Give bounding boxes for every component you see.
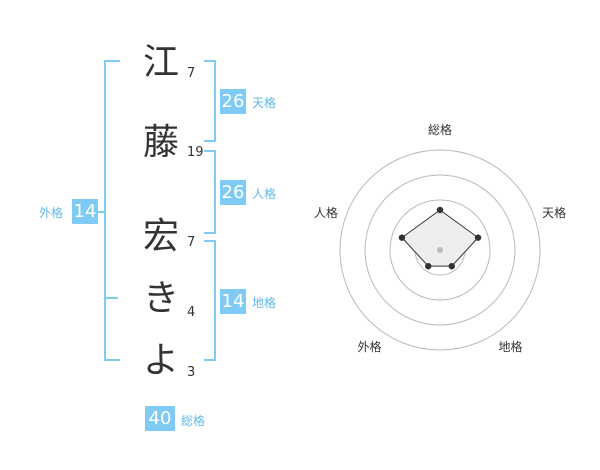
soukaku-label: 総格: [181, 414, 206, 428]
stroke-count-1: 7: [187, 66, 196, 81]
radar-axis-label: 外格: [357, 339, 381, 354]
stroke-count-3: 7: [187, 235, 196, 250]
stroke-count-2: 19: [187, 145, 204, 160]
chikaku-bracket: [204, 240, 216, 361]
tenkaku-badge: 26: [220, 89, 246, 114]
gaikaku-badge: 14: [72, 199, 98, 224]
name-char-1: 江: [142, 42, 179, 83]
radar-center-dot: [437, 247, 443, 253]
jinkaku-badge: 26: [220, 180, 246, 205]
chikaku-label: 地格: [252, 296, 277, 310]
radar-ring-3: [364, 174, 516, 326]
name-char-2: 藤: [142, 122, 179, 163]
gaikaku-bracket-mid: [104, 297, 118, 299]
radar-axis-label: 総格: [428, 122, 452, 137]
radar-ring-2: [389, 199, 491, 301]
gaikaku-label: 外格: [39, 206, 64, 220]
jinkaku-label: 人格: [252, 187, 277, 201]
gaikaku-bracket: [104, 60, 120, 361]
radar-axis-label: 天格: [542, 205, 566, 220]
radar-point: [398, 234, 406, 241]
chikaku-badge: 14: [220, 289, 246, 314]
radar-ring-4: [339, 149, 541, 351]
radar-point: [474, 234, 482, 241]
radar-score-polygon: [401, 209, 479, 267]
name-char-3: 宏: [142, 216, 179, 257]
radar-rings: [339, 149, 541, 351]
name-char-4: き: [142, 278, 179, 319]
radar-points: [398, 206, 482, 270]
radar-point: [436, 206, 444, 214]
stroke-count-4: 4: [187, 305, 196, 320]
jinkaku-bracket: [204, 150, 216, 234]
gaikaku-connector: [98, 211, 106, 213]
tenkaku-bracket: [204, 60, 216, 142]
radar-point: [448, 262, 455, 270]
stroke-count-5: 3: [187, 365, 196, 380]
radar-axis-label: 人格: [314, 205, 338, 220]
radar-axis-label: 地格: [499, 339, 523, 354]
soukaku-badge: 40: [145, 406, 175, 431]
tenkaku-label: 天格: [252, 96, 277, 110]
radar-point: [425, 262, 432, 270]
name-char-5: よ: [142, 340, 179, 381]
